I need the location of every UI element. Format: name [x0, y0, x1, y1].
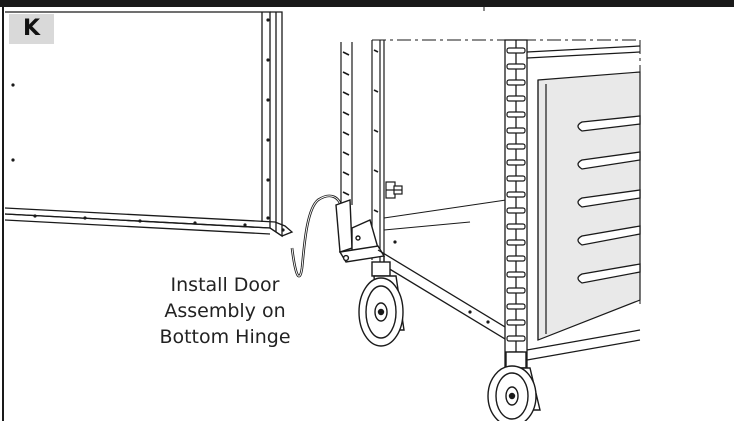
instruction-callout: Install Door Assembly on Bottom Hinge	[120, 272, 330, 350]
step-label-badge: K	[9, 14, 54, 44]
cabinet-shelves	[577, 115, 641, 284]
base-rail-holes	[393, 240, 490, 324]
top-frame-bar	[0, 0, 734, 7]
tray-runners	[506, 47, 526, 358]
cabinet-left-post-slots	[342, 49, 379, 213]
cabinet-latch	[385, 181, 403, 199]
hinge-cable-highlight	[291, 195, 343, 277]
bottom-hinge-bracket	[335, 199, 386, 263]
callout-line-1: Install Door	[170, 274, 280, 296]
callout-line-3: Bottom Hinge	[159, 326, 291, 348]
callout-line-2: Assembly on	[164, 300, 286, 322]
right-caster	[487, 351, 541, 421]
cabinet-floor	[383, 199, 507, 231]
left-caster	[358, 261, 405, 347]
cabinet-left-post	[340, 40, 385, 270]
hinge-cable	[290, 194, 344, 278]
door-panel	[4, 11, 294, 238]
door-panel-rivets	[11, 18, 285, 232]
